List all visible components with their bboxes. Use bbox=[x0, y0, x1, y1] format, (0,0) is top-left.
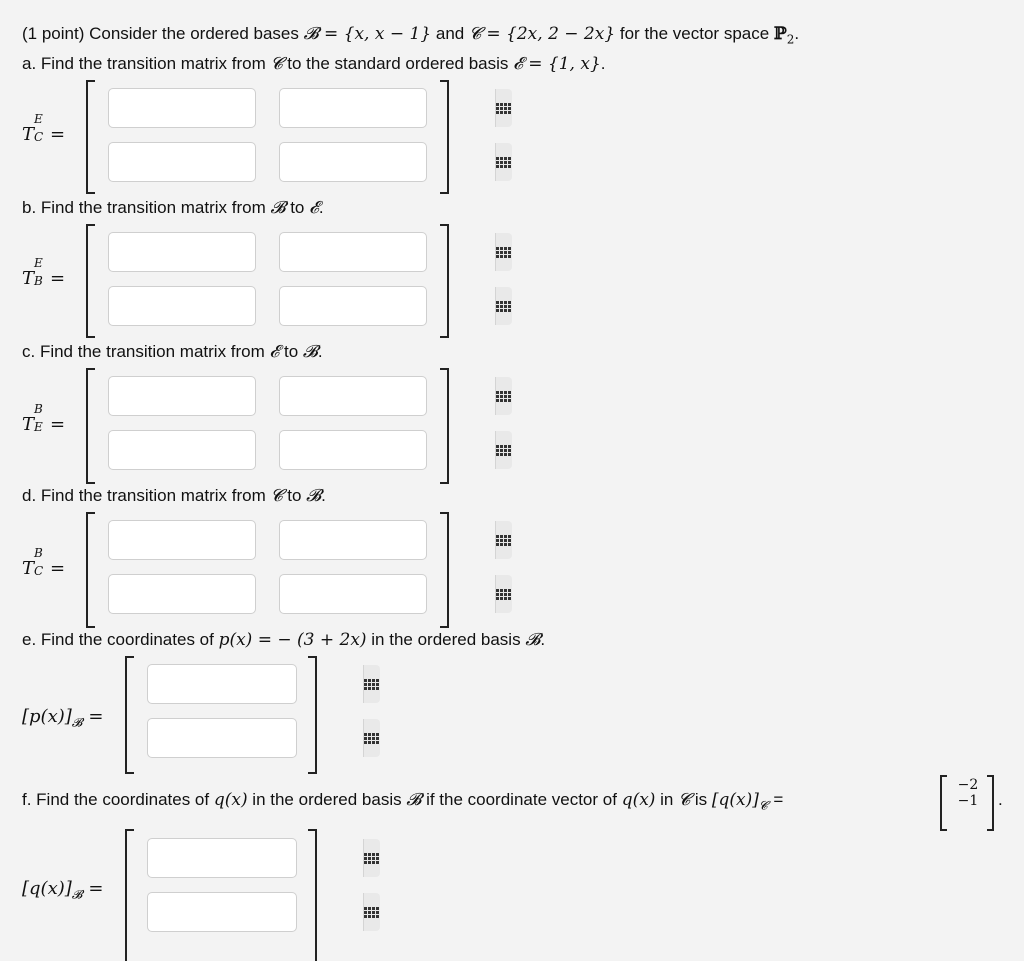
part-c-answer-input[interactable] bbox=[280, 431, 495, 469]
part-b-answer-box bbox=[108, 232, 341, 272]
matrix-left-bracket bbox=[86, 512, 95, 628]
part-b-answer-input[interactable] bbox=[280, 287, 495, 325]
vector-left-bracket bbox=[125, 656, 134, 774]
part-e-answer-input[interactable] bbox=[148, 719, 363, 757]
part-a-answer-box bbox=[108, 88, 341, 128]
equation-editor-button[interactable] bbox=[495, 575, 512, 613]
matrix-left-bracket bbox=[86, 224, 95, 338]
grid-icon bbox=[364, 906, 380, 918]
part-e-question: e. Find the coordinates of p(x) = − (3 +… bbox=[22, 630, 546, 650]
part-e-lhs: [p(x)]𝓑= bbox=[22, 706, 104, 730]
equation-editor-button[interactable] bbox=[495, 431, 512, 469]
part-b-answer-box bbox=[108, 286, 341, 326]
part-d-answer-box bbox=[279, 520, 512, 560]
grid-icon bbox=[364, 852, 380, 864]
vector-left-bracket bbox=[125, 829, 134, 961]
part-c-answer-box bbox=[108, 430, 341, 470]
part-e-answer-box bbox=[147, 718, 380, 758]
part-d-answer-input[interactable] bbox=[280, 575, 495, 613]
part-c-answer-box bbox=[279, 376, 512, 416]
grid-icon bbox=[496, 534, 512, 546]
given-vector-period: . bbox=[998, 790, 1003, 809]
part-c-answer-box bbox=[279, 430, 512, 470]
part-f-question: f. Find the coordinates of q(x) in the o… bbox=[22, 790, 784, 813]
equation-editor-button[interactable] bbox=[495, 89, 512, 127]
equation-editor-button[interactable] bbox=[495, 233, 512, 271]
part-d-answer-box bbox=[108, 520, 341, 560]
vector-right-bracket bbox=[308, 656, 317, 774]
part-a-answer-box bbox=[279, 142, 512, 182]
part-a-question: a. Find the transition matrix from 𝓒 to … bbox=[22, 54, 606, 74]
equation-editor-button[interactable] bbox=[495, 287, 512, 325]
matrix-right-bracket bbox=[440, 512, 449, 628]
part-f-answer-box bbox=[147, 838, 380, 878]
part-d-answer-box bbox=[279, 574, 512, 614]
part-a-answer-box bbox=[108, 142, 341, 182]
part-f-answer-input[interactable] bbox=[148, 893, 363, 931]
equation-editor-button[interactable] bbox=[363, 665, 380, 703]
part-b-answer-box bbox=[279, 232, 512, 272]
grid-icon bbox=[496, 246, 512, 258]
matrix-right-bracket bbox=[440, 224, 449, 338]
grid-icon bbox=[496, 102, 512, 114]
grid-icon bbox=[496, 390, 512, 402]
part-d-question: d. Find the transition matrix from 𝓒 to … bbox=[22, 486, 326, 506]
grid-icon bbox=[496, 156, 512, 168]
equation-editor-button[interactable] bbox=[495, 521, 512, 559]
grid-icon bbox=[364, 678, 380, 690]
part-d-answer-box bbox=[108, 574, 341, 614]
grid-icon bbox=[496, 300, 512, 312]
equation-editor-button[interactable] bbox=[363, 719, 380, 757]
part-f-answer-box bbox=[147, 892, 380, 932]
grid-icon bbox=[496, 444, 512, 456]
equation-editor-button[interactable] bbox=[495, 143, 512, 181]
part-e-answer-box bbox=[147, 664, 380, 704]
equation-editor-button[interactable] bbox=[363, 893, 380, 931]
part-a-answer-input[interactable] bbox=[280, 89, 495, 127]
part-c-question: c. Find the transition matrix from 𝓔 to … bbox=[22, 342, 323, 362]
part-b-answer-input[interactable] bbox=[280, 233, 495, 271]
given-vector-right-bracket bbox=[987, 775, 994, 831]
part-f-answer-input[interactable] bbox=[148, 839, 363, 877]
given-vector: −2 −1 bbox=[957, 777, 979, 809]
part-d-answer-input[interactable] bbox=[280, 521, 495, 559]
equation-editor-button[interactable] bbox=[363, 839, 380, 877]
part-e-answer-input[interactable] bbox=[148, 665, 363, 703]
part-a-answer-box bbox=[279, 88, 512, 128]
part-f-lhs: [q(x)]𝓑= bbox=[22, 878, 104, 902]
part-c-answer-box bbox=[108, 376, 341, 416]
matrix-right-bracket bbox=[440, 80, 449, 194]
part-b-question: b. Find the transition matrix from 𝓑 to … bbox=[22, 198, 324, 218]
grid-icon bbox=[364, 732, 380, 744]
matrix-left-bracket bbox=[86, 368, 95, 484]
matrix-right-bracket bbox=[440, 368, 449, 484]
part-b-answer-box bbox=[279, 286, 512, 326]
given-vector-left-bracket bbox=[940, 775, 947, 831]
grid-icon bbox=[496, 588, 512, 600]
part-a-answer-input[interactable] bbox=[280, 143, 495, 181]
problem-statement: (1 point) Consider the ordered bases 𝓑 =… bbox=[22, 24, 800, 47]
equation-editor-button[interactable] bbox=[495, 377, 512, 415]
matrix-left-bracket bbox=[86, 80, 95, 194]
part-c-answer-input[interactable] bbox=[280, 377, 495, 415]
